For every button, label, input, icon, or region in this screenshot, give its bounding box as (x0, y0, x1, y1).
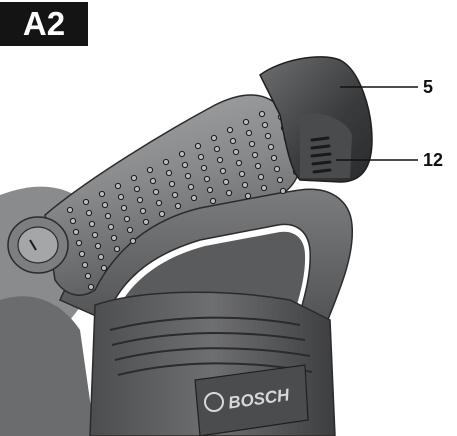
grip-dot (197, 153, 205, 161)
power-button (7, 216, 69, 274)
grip-dot (174, 202, 182, 210)
grip-dot (194, 142, 202, 150)
grip-dot (126, 226, 134, 234)
grip-dot (171, 191, 179, 199)
grip-dot (184, 172, 192, 180)
grip-dot (181, 161, 189, 169)
grip-dot (267, 143, 275, 151)
grip-dot (260, 184, 268, 192)
brand-logo-icon (204, 392, 224, 412)
grip-dot (162, 158, 170, 166)
grip-dot (244, 192, 252, 200)
grip-dot (258, 110, 266, 118)
grip-dot (158, 210, 166, 218)
grip-dot (75, 239, 83, 247)
grip-dot (110, 234, 118, 242)
grip-dot (81, 261, 89, 269)
grip-dot (91, 231, 99, 239)
grip-dot (190, 194, 198, 202)
grip-dot (168, 180, 176, 188)
grip-dot (82, 198, 90, 206)
grip-dot (139, 207, 147, 215)
grip-dot (146, 166, 154, 174)
grip-dot (213, 145, 221, 153)
grip-dot (130, 174, 138, 182)
grip-dot (66, 206, 74, 214)
grip-dot (107, 223, 115, 231)
grip-dot (276, 176, 284, 184)
callout-label-12: 12 (423, 150, 444, 170)
brand-plate (194, 364, 309, 436)
grip-dot (129, 237, 137, 245)
grip-dot (245, 129, 253, 137)
grip-dot (232, 148, 240, 156)
grip-dot (225, 189, 233, 197)
grip-dot (229, 137, 237, 145)
grip-dot (72, 228, 80, 236)
grip-dot (254, 162, 262, 170)
grip-dot (226, 126, 234, 134)
grip-dot (241, 181, 249, 189)
grip-dot (84, 272, 92, 280)
grip-dot (273, 165, 281, 173)
grip-dot (264, 132, 272, 140)
grip-dot (78, 250, 86, 258)
grip-dot (155, 199, 163, 207)
grip-dot (152, 188, 160, 196)
grip-dot (123, 215, 131, 223)
grip-dot (238, 170, 246, 178)
release-button-ribs (310, 136, 332, 174)
grip-dot (178, 150, 186, 158)
grip-dot (219, 167, 227, 175)
grip-dot (261, 121, 269, 129)
grip-dot (242, 118, 250, 126)
grip-dot (279, 187, 287, 195)
grip-dot (248, 140, 256, 148)
grip-dot (200, 164, 208, 172)
grip-dot (206, 186, 214, 194)
grip-dots (66, 102, 300, 291)
grip-dot (203, 175, 211, 183)
grip-dot (101, 201, 109, 209)
grip-dot (209, 197, 217, 205)
grip-dot (94, 242, 102, 250)
grip-dot (136, 196, 144, 204)
grip-dot (85, 209, 93, 217)
grip-dot (133, 185, 141, 193)
grip-dot (216, 156, 224, 164)
callout-label-5: 5 (423, 77, 434, 97)
grip-dot (69, 217, 77, 225)
grip-dot (113, 245, 121, 253)
grip-dot (97, 253, 105, 261)
grip-dot (210, 134, 218, 142)
grip-dot (165, 169, 173, 177)
grip-dot (104, 212, 112, 220)
grip-dot (235, 159, 243, 167)
housing-lower (0, 296, 95, 436)
grip-dot (100, 264, 108, 272)
grip-dot (88, 220, 96, 228)
grip-dot (251, 151, 259, 159)
grip-dot (98, 190, 106, 198)
grip-dot (270, 154, 278, 162)
grip-dot (149, 177, 157, 185)
grip-dot (142, 218, 150, 226)
grip-dot (120, 204, 128, 212)
grip-dot (187, 183, 195, 191)
grip-dot (114, 182, 122, 190)
figure-tag: A2 (0, 2, 88, 46)
grip-dot (222, 178, 230, 186)
grip-dot (117, 193, 125, 201)
grip-dot (87, 283, 95, 291)
grip-dot (257, 173, 265, 181)
